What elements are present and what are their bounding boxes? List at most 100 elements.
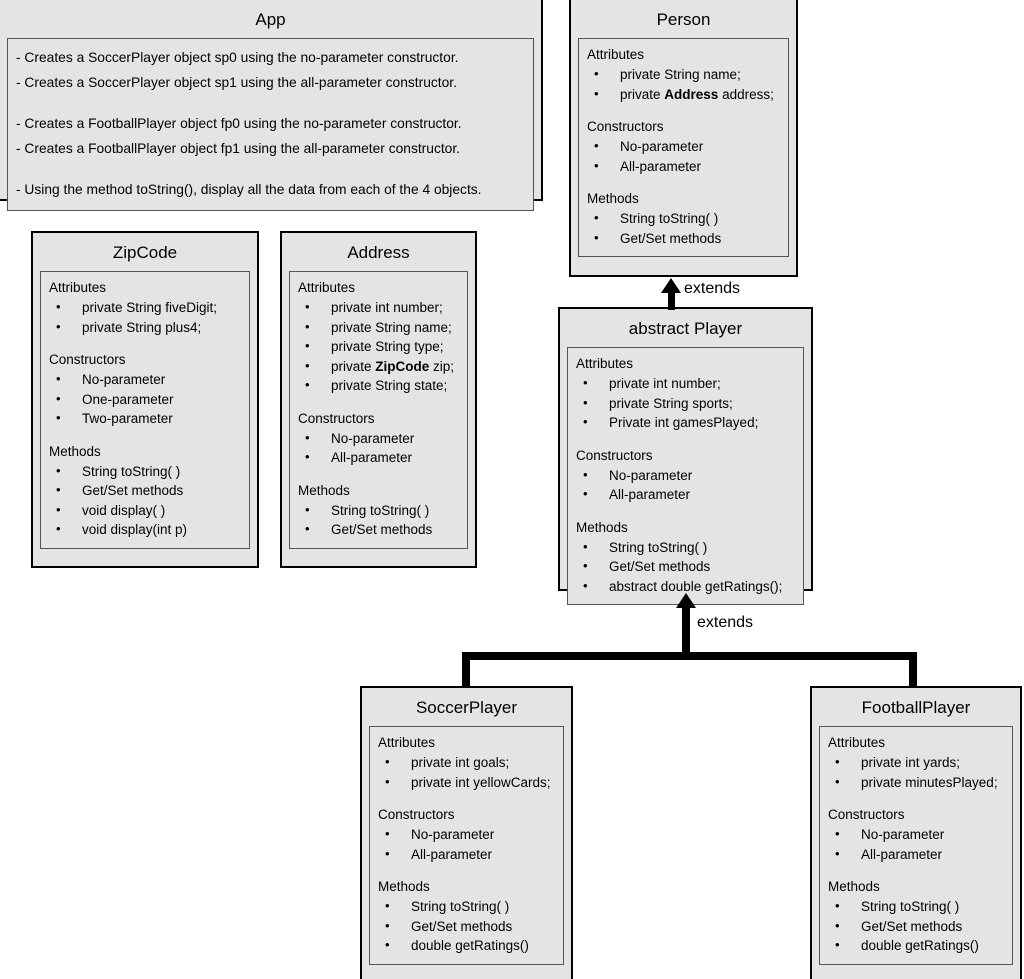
section-heading: Methods <box>298 482 350 498</box>
section-heading: Constructors <box>49 352 126 367</box>
section-item: Get/Set methods <box>49 480 241 501</box>
section-gap <box>587 104 780 117</box>
section-heading: Attributes <box>828 735 886 750</box>
section-item: private int yellowCards; <box>378 772 555 793</box>
section-item: Get/Set methods <box>587 228 780 249</box>
section-item: private int number; <box>576 373 795 394</box>
section-item-list: String toString( )Get/Set methods <box>587 208 780 249</box>
inheritance-arrowhead-abstract-player-icon <box>676 593 696 608</box>
section-heading: Attributes <box>587 47 645 62</box>
app-description-lines: - Creates a SoccerPlayer object sp0 usin… <box>16 45 525 202</box>
extends-label-player-person: extends <box>684 280 741 297</box>
section-item: String toString( ) <box>298 500 459 521</box>
section-item: String toString( ) <box>49 461 241 482</box>
section-item: Two-parameter <box>49 408 241 429</box>
section-heading: Constructors <box>378 807 455 822</box>
section-heading: Attributes <box>49 280 107 295</box>
class-body-app: - Creates a SoccerPlayer object sp0 usin… <box>7 38 534 211</box>
section-item: Get/Set methods <box>378 916 555 937</box>
section-item: void display( ) <box>49 500 241 521</box>
section-heading: Attributes <box>378 735 436 750</box>
section-item: All-parameter <box>587 156 780 177</box>
section-item-list: No-parameterOne-parameterTwo-parameter <box>49 369 241 429</box>
class-body-address: Attributes private int number; private Str… <box>289 271 468 549</box>
section-item: private minutesPlayed; <box>828 772 1004 793</box>
class-body-abstract-player: Attributes private int number;private Str… <box>567 347 804 605</box>
inheritance-drop-footballplayer <box>909 652 917 688</box>
section-item-list: String toString( )Get/Set methodsdouble … <box>378 896 555 956</box>
class-box-person[interactable]: Person Attributesprivate String name;pri… <box>569 0 798 277</box>
class-box-soccerplayer[interactable]: SoccerPlayer Attributes private int goals… <box>360 686 573 979</box>
section-item: private String fiveDigit; <box>49 297 241 318</box>
class-body-soccerplayer: Attributes private int goals;private int … <box>369 726 564 965</box>
section-item: No-parameter <box>378 824 555 845</box>
class-body-footballplayer: Attributes private int yards;private minu… <box>819 726 1013 965</box>
class-box-footballplayer[interactable]: FootballPlayer Attributesprivate int yar… <box>810 686 1022 979</box>
section-gap <box>828 864 1004 877</box>
section-item: private String type; <box>298 336 459 357</box>
section-heading: Attributes <box>298 280 356 295</box>
section-item: All-parameter <box>576 484 795 505</box>
section-item: private String plus4; <box>49 317 241 338</box>
section-heading: Methods <box>587 191 639 206</box>
section-item: No-parameter <box>828 824 1004 845</box>
section-heading: Methods <box>576 519 628 535</box>
section-item-list: No-parameterAll-parameter <box>828 824 1004 864</box>
class-body-zipcode: Attributes private String fiveDigit;priva… <box>40 271 250 549</box>
inheritance-horizontal-bar <box>462 652 917 660</box>
section-item-list: No-parameterAll-parameter <box>587 136 780 177</box>
section-heading: Methods <box>378 879 430 894</box>
section-gap <box>828 792 1004 805</box>
section-heading: Methods <box>49 443 101 459</box>
class-title-person: Person <box>656 10 711 29</box>
section-gap <box>576 505 795 518</box>
inheritance-stem-to-abstract-player <box>682 608 690 656</box>
app-description-line: - Using the method toString(), display a… <box>16 182 482 197</box>
class-title-address: Address <box>347 243 410 262</box>
app-description-line: - Creates a SoccerPlayer object sp0 usin… <box>16 50 459 65</box>
section-item: private int yards; <box>828 752 1004 773</box>
inheritance-drop-soccerplayer <box>462 652 470 688</box>
section-item: double getRatings() <box>378 935 555 956</box>
section-item: private int number; <box>298 297 459 318</box>
section-item: String toString( ) <box>828 896 1004 917</box>
app-description-line: - Creates a FootballPlayer object fp0 us… <box>16 116 462 131</box>
section-item-list: private int yards;private minutesPlayed; <box>828 752 1004 793</box>
section-item: double getRatings() <box>828 935 1004 956</box>
section-item-list: private int goals;private int yellowCard… <box>378 752 555 793</box>
class-title-app: App <box>255 10 286 29</box>
app-description-line: - Creates a FootballPlayer object fp1 us… <box>16 141 461 156</box>
section-heading: Constructors <box>828 807 905 822</box>
section-item-list: private String fiveDigit;private String … <box>49 297 241 338</box>
section-item: String toString( ) <box>587 208 780 229</box>
class-title-soccerplayer: SoccerPlayer <box>415 698 518 717</box>
inheritance-line-player-to-person <box>668 292 675 310</box>
section-item: private String state; <box>298 375 459 396</box>
type-reference: Address <box>664 86 719 102</box>
type-reference: ZipCode <box>375 358 430 374</box>
class-title-abstract-player: abstract Player <box>628 319 743 338</box>
section-gap <box>576 433 795 446</box>
class-box-address[interactable]: Address Attributes private int number; pri… <box>280 231 477 568</box>
section-item: abstract double getRatings(); <box>576 576 795 597</box>
extends-label-players-abstract-player: extends <box>697 614 754 631</box>
section-gap <box>587 176 780 189</box>
app-description-line: - Creates a SoccerPlayer object sp1 usin… <box>16 75 457 90</box>
class-box-zipcode[interactable]: ZipCode Attributesprivate String fiveDig… <box>31 231 259 568</box>
section-heading: Constructors <box>576 447 653 463</box>
section-item-list: String toString( )Get/Set methodsvoid di… <box>49 461 241 540</box>
section-item: No-parameter <box>49 369 241 390</box>
section-item: private String sports; <box>576 393 795 414</box>
section-item: private int goals; <box>378 752 555 773</box>
section-gap <box>378 864 555 877</box>
section-gap <box>298 468 459 481</box>
section-item-list: No-parameterAll-parameter <box>298 428 459 468</box>
section-item: No-parameter <box>298 428 459 449</box>
section-gap <box>378 792 555 805</box>
class-box-app[interactable]: App - Creates a SoccerPlayer object sp0 … <box>0 0 543 211</box>
section-item: All-parameter <box>378 844 555 865</box>
section-item: String toString( ) <box>576 537 795 558</box>
section-heading: Attributes <box>576 356 634 371</box>
class-box-abstract-player[interactable]: abstract Player Attributes private int nu… <box>558 307 813 605</box>
